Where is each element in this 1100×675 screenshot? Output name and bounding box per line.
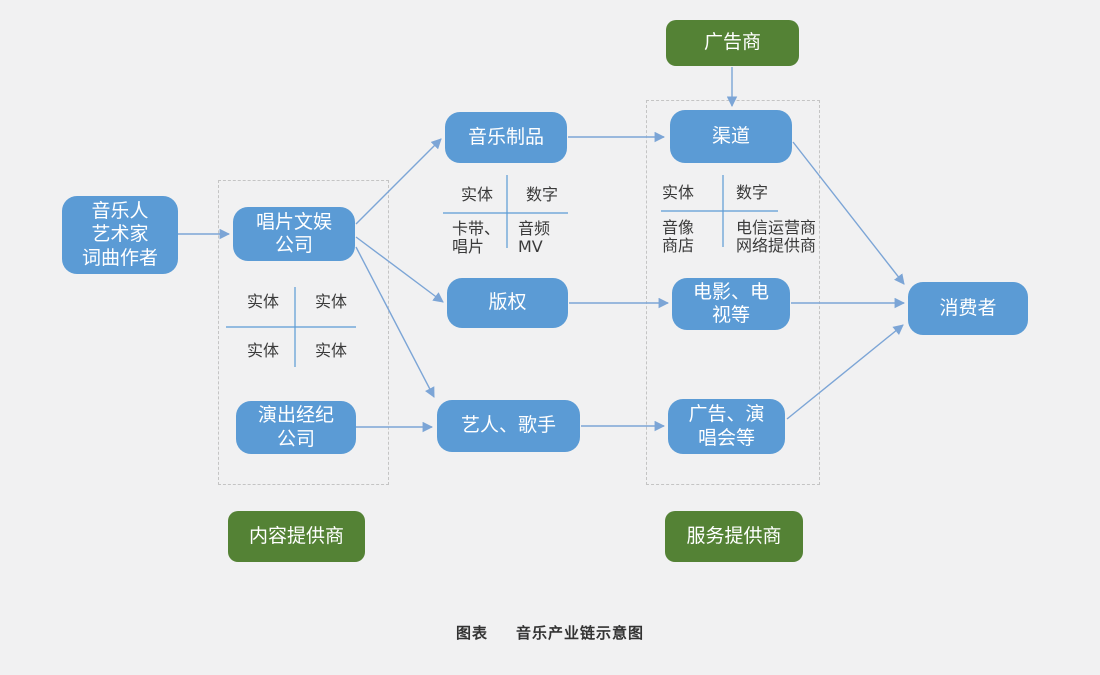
node-ads-concerts: 广告、演 唱会等	[668, 399, 785, 454]
node-record-company: 唱片文娱 公司	[233, 207, 355, 261]
node-performance-agency: 演出经纪 公司	[236, 401, 356, 454]
node-channel: 渠道	[670, 110, 792, 163]
company-matrix-cell-top-right: 实体	[314, 292, 347, 311]
company-matrix-cell-top-left: 实体	[246, 292, 279, 311]
music-products-matrix-cell-top-left: 实体	[460, 185, 493, 204]
music-products-matrix-cell-top-right: 数字	[525, 185, 558, 204]
node-artists: 艺人、歌手	[437, 400, 580, 452]
figure-caption-prefix: 图表	[455, 624, 488, 642]
node-musician: 音乐人 艺术家 词曲作者	[62, 196, 178, 274]
label-service-provider: 服务提供商	[665, 511, 803, 562]
channel-matrix-cell-top-left: 实体	[662, 183, 695, 202]
channel-matrix-cell-bottom-left: 音像 商店	[662, 218, 695, 256]
music-products-matrix-cell-bottom-left: 卡带、 唱片	[452, 219, 501, 257]
node-consumer: 消费者	[908, 282, 1028, 335]
node-film-tv: 电影、电 视等	[672, 278, 790, 330]
node-music-products: 音乐制品	[445, 112, 567, 163]
channel-matrix-cell-bottom-right: 电信运营商 网络提供商	[736, 218, 817, 256]
channel-matrix-cell-top-right: 数字	[736, 183, 769, 202]
music-products-matrix-cell-bottom-right: 音频 MV	[518, 219, 551, 257]
figure-caption: 图表 音乐产业链示意图	[0, 622, 1100, 643]
label-content-provider: 内容提供商	[228, 511, 365, 562]
company-matrix-cell-bottom-right: 实体	[314, 341, 347, 360]
figure-caption-title: 音乐产业链示意图	[516, 624, 645, 642]
node-copyright: 版权	[447, 278, 568, 328]
node-advertiser: 广告商	[666, 20, 799, 66]
company-matrix-cell-bottom-left: 实体	[246, 341, 279, 360]
